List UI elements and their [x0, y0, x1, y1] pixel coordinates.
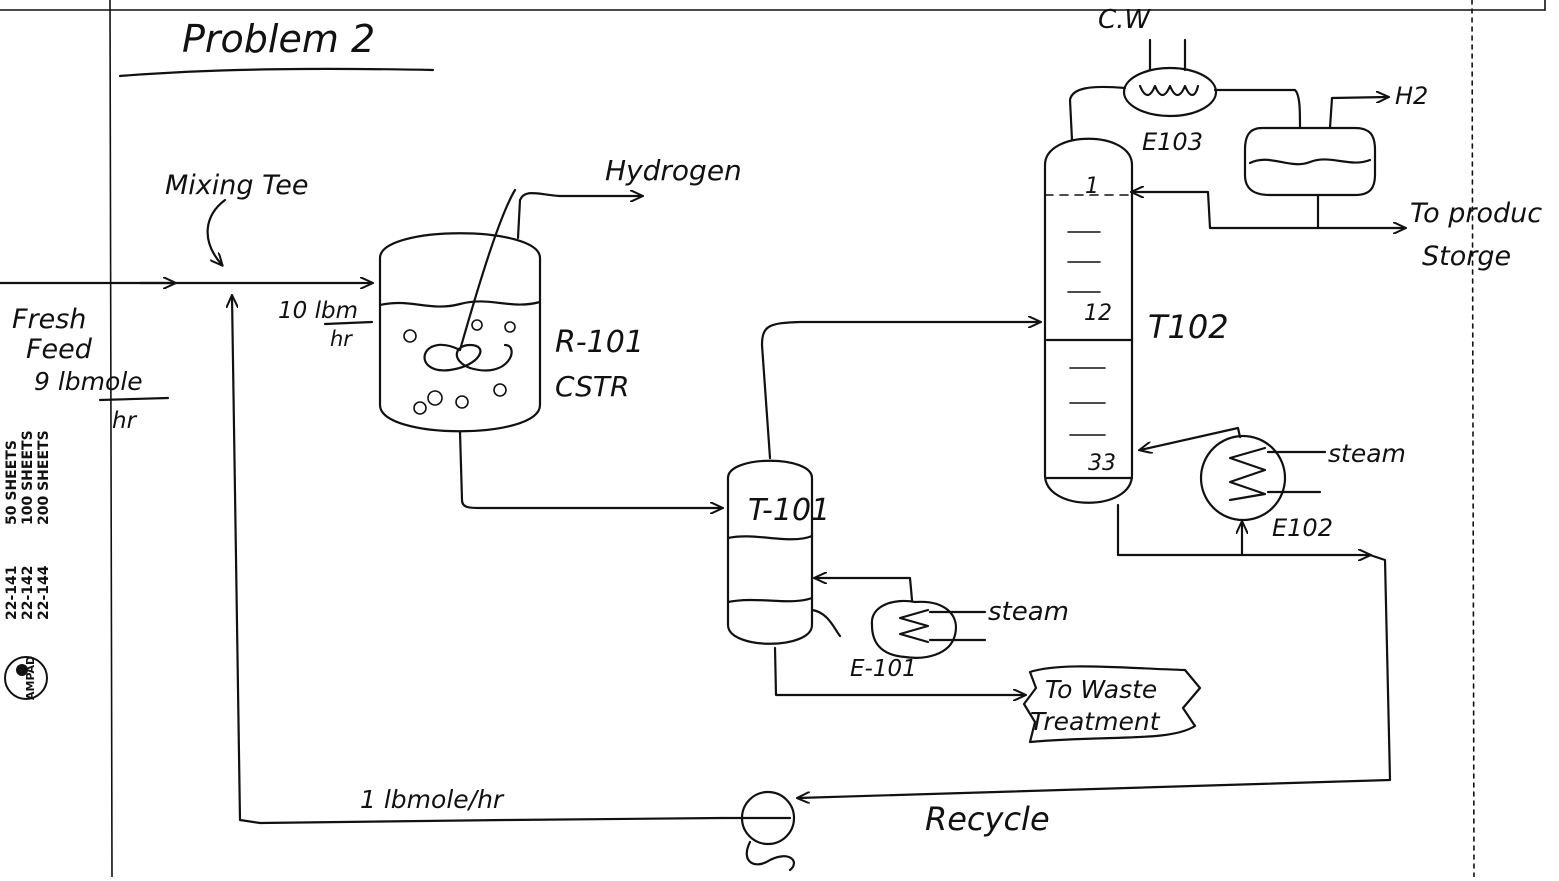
margin-code-3: 22-144 [36, 565, 52, 620]
reactor-type-label: CSTR [555, 370, 629, 403]
t102-overhead-vapor [1070, 87, 1125, 140]
cw-label: C.W [1098, 5, 1151, 35]
fresh-feed-label-2: Feed [26, 334, 93, 365]
h2-label: H2 [1395, 82, 1428, 110]
condenser-outlet [1215, 90, 1300, 128]
recycle-return-stream [232, 296, 722, 823]
tray-feed-label: 12 [1084, 301, 1112, 326]
pump-icon [722, 792, 794, 870]
e103-label: E103 [1142, 128, 1203, 156]
reactor-r101 [380, 190, 540, 431]
mixing-tee-label: Mixing Tee [165, 170, 309, 201]
margin-sheets-2: 100 SHEETS [20, 430, 36, 525]
page-title: Problem 2 [182, 17, 375, 61]
reactor-id-label: R-101 [555, 325, 644, 360]
reboiler-e102 [1201, 436, 1325, 520]
e102-label: E102 [1272, 514, 1333, 542]
hydrogen-stream [518, 193, 642, 238]
title-underline [120, 69, 433, 76]
reactor-effluent-stream [460, 432, 722, 508]
steam-e101-label: steam [988, 597, 1069, 627]
product-label-1: To produc [1410, 198, 1542, 229]
fresh-feed-rate-num: 9 lbmole [34, 367, 143, 396]
t101-overhead-stream [762, 322, 1040, 458]
waste-label-1: To Waste [1045, 675, 1157, 704]
recycle-label: Recycle [925, 800, 1050, 838]
margin-print: AMPAD 22-141 22-142 22-144 50 SHEETS 100… [4, 430, 52, 700]
margin-sheets-1: 50 SHEETS [4, 440, 20, 525]
reflux-drum [1245, 128, 1375, 195]
recycle-rate-label: 1 lbmole/hr [360, 785, 505, 814]
h2-vent-stream [1330, 97, 1388, 128]
tray-top-label: 1 [1085, 174, 1099, 199]
condenser-e103 [1124, 40, 1216, 116]
e101-liquid-draw [812, 610, 840, 636]
column2-label: T102 [1148, 308, 1229, 346]
tray-bottom-label: 33 [1088, 451, 1116, 476]
product-label-2: Storge [1422, 241, 1511, 272]
e101-vapor-return [815, 578, 912, 600]
reactor-flow-den: hr [330, 327, 353, 351]
reactor-flow-num: 10 lbm [278, 298, 358, 324]
steam-e102-label: steam [1328, 439, 1406, 468]
e101-label: E-101 [850, 656, 917, 682]
column1-label: T-101 [748, 493, 830, 528]
agitator-icon [425, 190, 515, 371]
reflux-stream [1132, 192, 1318, 228]
margin-sheets-3: 200 SHEETS [36, 430, 52, 525]
margin-code-1: 22-141 [4, 565, 20, 620]
fresh-feed-rate-den: hr [112, 408, 138, 434]
heat-exchanger-icon [872, 601, 985, 658]
ampad-brand: AMPAD [24, 656, 37, 700]
waste-label-2: Treatment [1030, 707, 1161, 736]
fresh-feed-label-1: Fresh [12, 304, 86, 335]
column-t101 [728, 461, 812, 644]
margin-code-2: 22-142 [20, 565, 36, 620]
hydrogen-label: Hydrogen [605, 154, 742, 187]
mixing-tee-pointer [208, 200, 225, 265]
